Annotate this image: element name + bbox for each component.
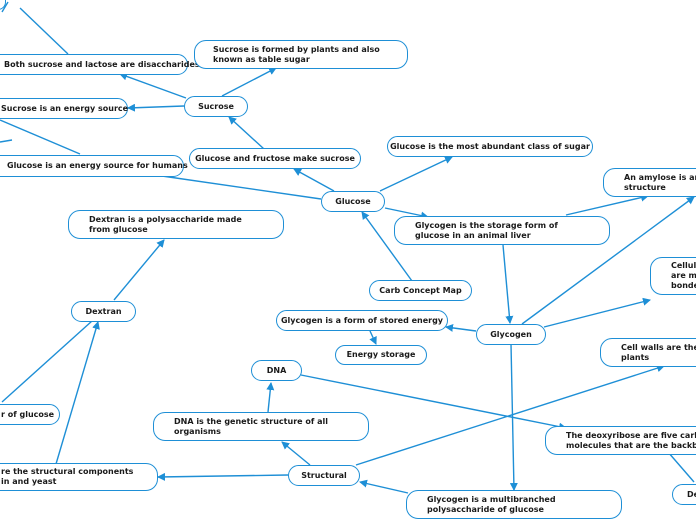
node-sucrose-plants[interactable]: Sucrose is formed by plants and also kno… xyxy=(194,40,408,69)
node-label: Dextran xyxy=(85,306,122,316)
connector-glucose-fructose-to-sucrose xyxy=(228,116,265,150)
connector-glucose-to-abundant xyxy=(379,156,453,192)
connector-sucrose-to-energy xyxy=(127,103,185,112)
node-label: Dextran is a polysaccharide made from gl… xyxy=(89,214,242,234)
connector-dextran-to-dextran-poly xyxy=(113,239,165,301)
connector-stored-energy-to-energy-storage xyxy=(369,330,377,345)
connector-dna-genetic-to-dna xyxy=(266,382,275,413)
node-label: Glycogen is a form of stored energy xyxy=(280,315,444,325)
connector-top-to-disaccharides xyxy=(19,7,69,55)
node-label: DNA is the genetic structure of all orga… xyxy=(174,416,328,436)
node-sucrose[interactable]: Sucrose xyxy=(184,96,248,117)
node-polymer-glucose[interactable]: r of glucose xyxy=(0,404,60,425)
node-label: Glycogen is the storage form of glucose … xyxy=(415,220,558,240)
node-structural-components[interactable]: re the structural components in and yeas… xyxy=(0,463,158,491)
node-carb-concept-map[interactable]: Carb Concept Map xyxy=(369,280,472,301)
node-glucose[interactable]: Glucose xyxy=(321,191,385,212)
connector-glycogen-to-amylose xyxy=(521,196,695,325)
node-label: DNA xyxy=(266,365,287,375)
connector-glucose-to-glycogen-storage xyxy=(384,207,429,220)
node-label: Structural xyxy=(301,470,347,480)
node-glucose-fructose[interactable]: Glucose and fructose make sucrose xyxy=(189,148,361,169)
connector-glucose-to-glucose-fructose xyxy=(293,168,335,192)
connector-sucrose-to-sucrose-plants xyxy=(221,67,277,97)
node-glucose-abundant[interactable]: Glucose is the most abundant class of su… xyxy=(387,136,593,157)
node-dna-genetic[interactable]: DNA is the genetic structure of all orga… xyxy=(153,412,369,441)
node-label: r of glucose xyxy=(1,409,55,419)
node-label: Glucose is the most abundant class of su… xyxy=(390,141,590,151)
node-glycogen[interactable]: Glycogen xyxy=(476,324,546,345)
connector-top-cropped xyxy=(1,1,9,13)
connector-dextran-to-polymer xyxy=(1,320,93,403)
connector-glycogen-to-cellulose xyxy=(543,297,651,328)
connector-carb-map-to-glucose xyxy=(361,211,413,282)
connector-structural-to-dna-genetic xyxy=(281,441,311,466)
node-label: Glucose is an energy source for humans xyxy=(7,161,188,170)
node-label: Energy storage xyxy=(346,350,416,359)
node-dna[interactable]: DNA xyxy=(251,360,302,381)
connector-left-to-glucose-energy xyxy=(0,119,81,155)
node-label: Glucose xyxy=(335,196,371,206)
connector-glycogen-storage-to-glycogen xyxy=(502,244,514,324)
node-glucose-energy-humans[interactable]: Glucose is an energy source for humans xyxy=(0,155,188,177)
node-both-sucrose-lactose[interactable]: Both sucrose and lactose are disaccharid… xyxy=(0,54,200,75)
node-label: Sucrose is formed by plants and also kno… xyxy=(213,44,380,64)
connector-structural-to-components xyxy=(157,472,289,481)
node-label: Carb Concept Map xyxy=(379,285,462,295)
node-label: Glycogen xyxy=(490,329,532,339)
node-dextran-poly[interactable]: Dextran is a polysaccharide made from gl… xyxy=(68,210,284,239)
node-label: Cell walls are the st plants xyxy=(621,342,696,362)
node-cell-walls[interactable]: Cell walls are the st plants xyxy=(600,338,696,367)
node-label: Glucose and fructose make sucrose xyxy=(195,153,355,163)
node-de-partial[interactable]: De xyxy=(672,484,696,505)
connector-deoxyribose-to-de xyxy=(667,451,695,483)
node-energy-storage[interactable]: Energy storage xyxy=(335,345,427,365)
node-label: Cellulo are ma bonded xyxy=(671,261,696,290)
connector-structural-to-cell-walls xyxy=(355,364,665,466)
node-sucrose-energy[interactable]: Sucrose is an energy source xyxy=(0,98,128,119)
node-glycogen-multibranched[interactable]: Glycogen is a multibranched polysacchari… xyxy=(406,490,622,519)
node-label: Sucrose xyxy=(198,101,234,111)
node-deoxyribose[interactable]: The deoxyribose are five carbon s molecu… xyxy=(545,426,696,455)
connector-multibranched-to-structural xyxy=(359,479,409,494)
node-glycogen-storage[interactable]: Glycogen is the storage form of glucose … xyxy=(394,216,610,245)
connector-sucrose-to-disaccharides xyxy=(119,72,187,99)
node-label: Glycogen is a multibranched polysacchari… xyxy=(427,494,556,514)
node-label: re the structural components in and yeas… xyxy=(1,467,134,486)
node-glycogen-stored-energy[interactable]: Glycogen is a form of stored energy xyxy=(276,310,448,331)
node-cellulose[interactable]: Cellulo are ma bonded xyxy=(650,257,696,295)
node-label: An amylose is an u structure xyxy=(624,172,696,192)
node-label: Both sucrose and lactose are disaccharid… xyxy=(4,59,200,69)
connector-glycogen-storage-to-amylose xyxy=(565,193,649,216)
node-label: Sucrose is an energy source xyxy=(1,103,129,113)
node-amylose[interactable]: An amylose is an u structure xyxy=(603,168,696,197)
node-structural[interactable]: Structural xyxy=(288,465,360,486)
connector-glycogen-to-stored-energy xyxy=(445,323,477,332)
node-dextran[interactable]: Dextran xyxy=(71,301,136,322)
node-label: De xyxy=(687,489,696,499)
connector-glucose-energy-to-glucose xyxy=(161,175,322,200)
connector-dna-to-deoxyribose xyxy=(300,374,567,431)
connector-components-to-dextran xyxy=(55,321,100,465)
connector-left-edge-top xyxy=(0,139,13,143)
node-label: The deoxyribose are five carbon s molecu… xyxy=(566,430,696,450)
